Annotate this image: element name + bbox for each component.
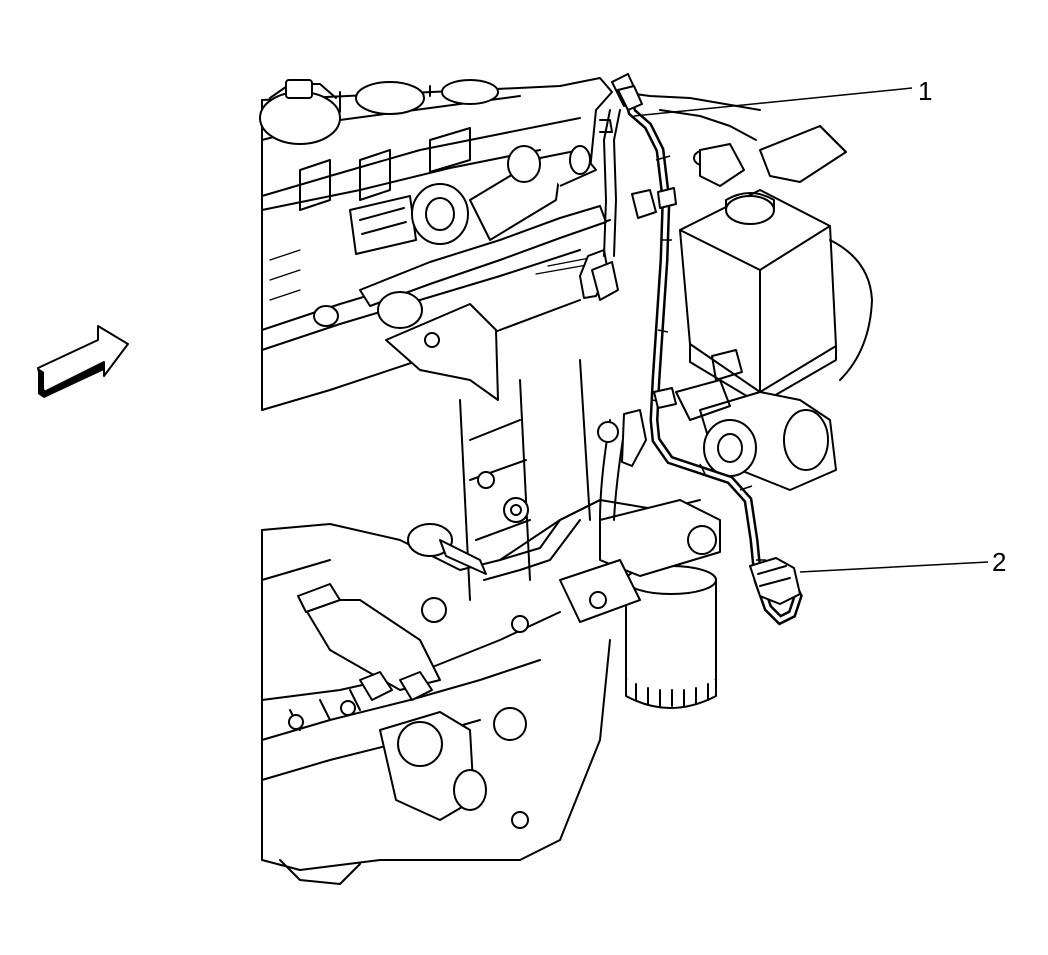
upper-intake-manifold (259, 77, 613, 411)
power-steering-reservoir (619, 91, 873, 491)
wiring-harness (611, 73, 803, 626)
callout-2: 2 (799, 547, 1006, 577)
callout-1: 1 (633, 76, 932, 117)
front-arrow-icon (37, 325, 129, 398)
callout-1-label: 1 (918, 76, 932, 106)
secondary-wiring (591, 109, 657, 301)
lower-engine-block (261, 359, 721, 885)
callout-2-label: 2 (992, 547, 1006, 577)
